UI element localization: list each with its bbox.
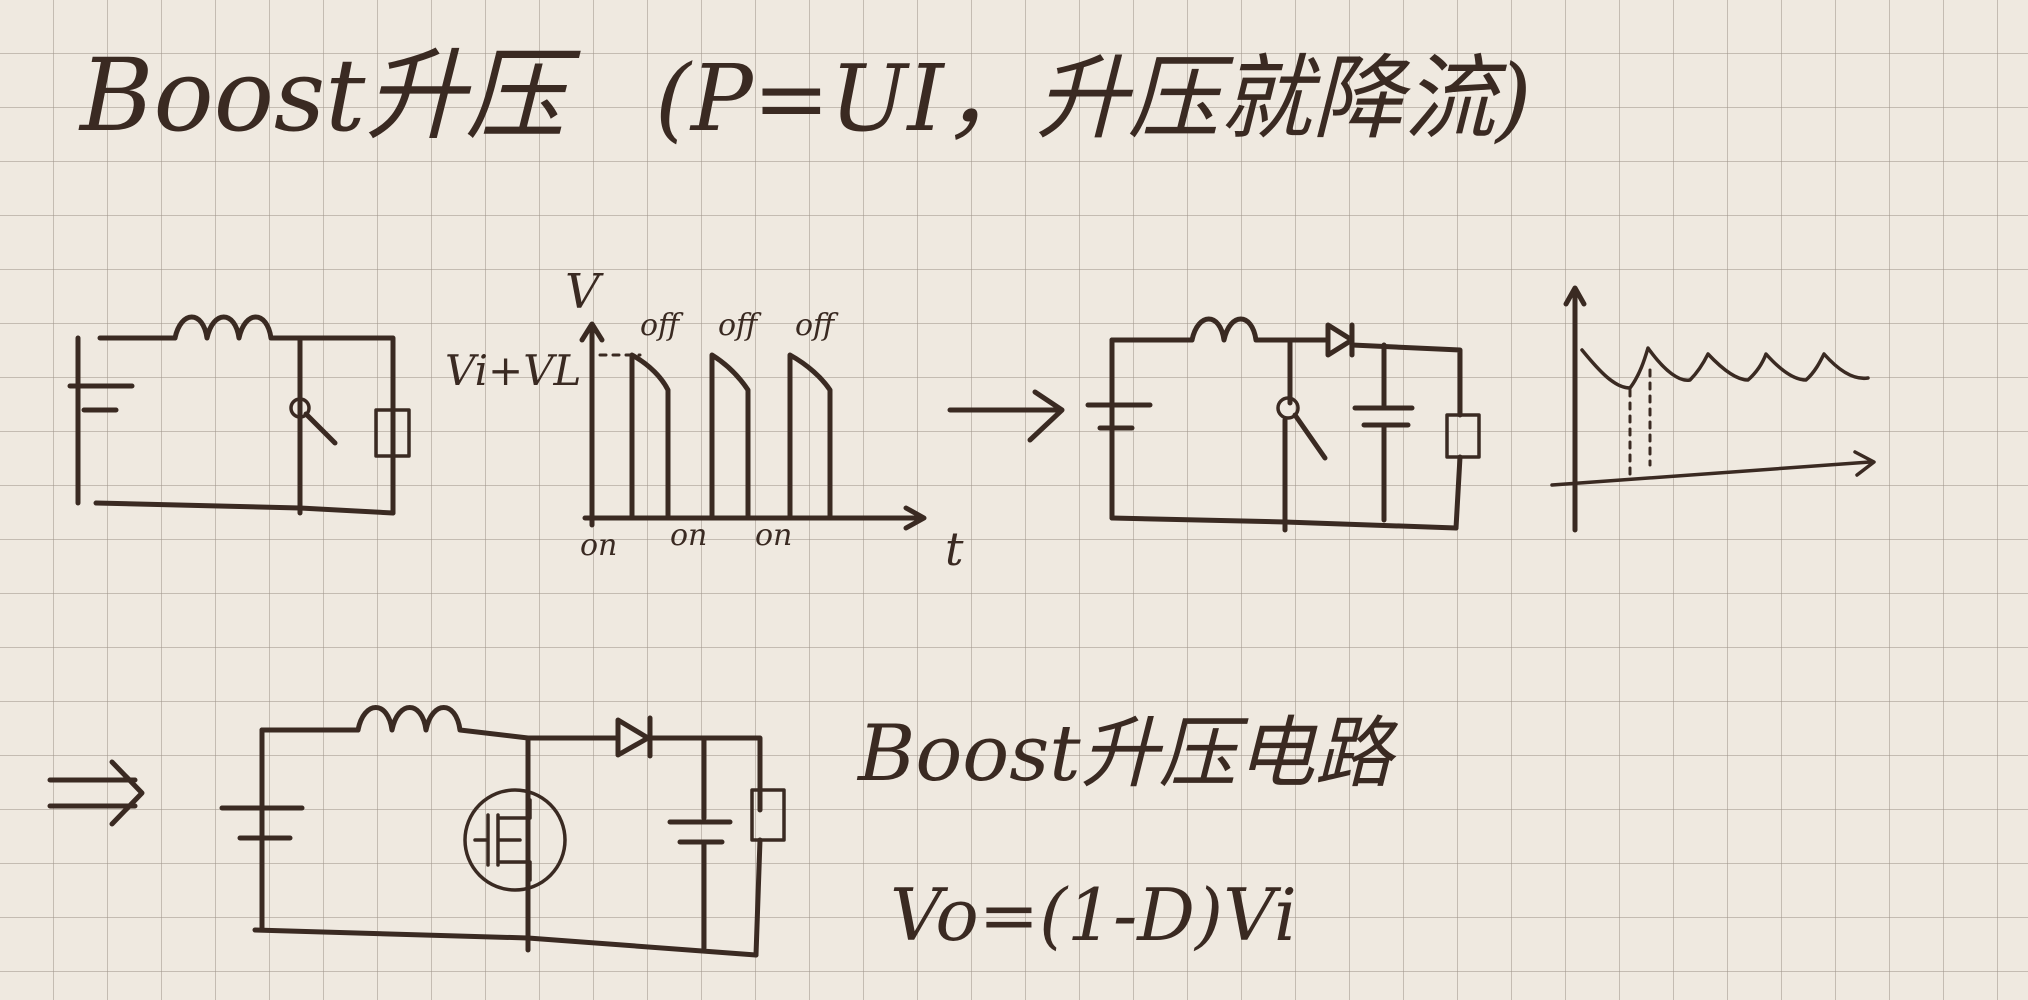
off-label-2: off xyxy=(718,308,762,343)
output-waveform xyxy=(1550,285,1876,533)
title-main: Boost升压 xyxy=(78,37,581,154)
arrow-1 xyxy=(947,389,1065,443)
diode-2 xyxy=(1287,322,1355,358)
waveform: V Vi+VL t off off off on on on xyxy=(445,264,964,576)
on-label-3: on xyxy=(755,518,792,553)
title-note: (P=UI，升压就降流) xyxy=(655,45,1532,152)
on-label-1: on xyxy=(580,528,617,563)
formula: Vo=(1-D)Vi xyxy=(890,873,1297,957)
off-label-1: off xyxy=(640,308,684,343)
implies-arrow xyxy=(47,759,145,827)
circuit-1 xyxy=(67,314,411,516)
load-3 xyxy=(750,788,786,842)
circuit-3 xyxy=(219,705,786,958)
circuit-2 xyxy=(1085,316,1481,533)
y-axis-label: V xyxy=(565,264,604,320)
switch-2-node xyxy=(1276,396,1300,420)
switch-1-node xyxy=(289,397,311,419)
circuit-name: Boost升压电路 xyxy=(856,709,1399,799)
inductor-3 xyxy=(355,705,531,741)
level-label: Vi+VL xyxy=(445,346,581,395)
load-2 xyxy=(1445,413,1481,459)
x-axis-label: t xyxy=(945,522,964,576)
off-label-3: off xyxy=(795,308,839,343)
inductor-2 xyxy=(1189,316,1293,343)
inductor-1 xyxy=(172,314,303,341)
mosfet-circle xyxy=(463,788,567,892)
diode-3 xyxy=(525,715,653,759)
on-label-2: on xyxy=(670,518,707,553)
load-1 xyxy=(374,408,411,458)
